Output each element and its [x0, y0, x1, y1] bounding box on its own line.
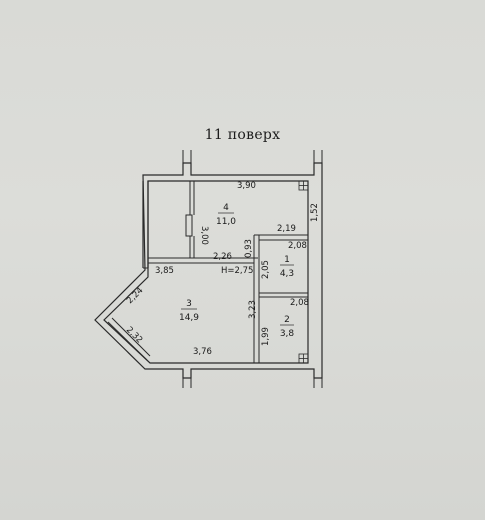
dim-room3-depth: 3,23 — [248, 300, 258, 319]
dim-room4-lower-width: 2,19 — [277, 224, 296, 234]
grid-ticks — [182, 150, 323, 388]
room-1-area: 4,3 — [280, 269, 294, 279]
room-3-number: 3 — [186, 299, 192, 309]
dim-room1-width: 2,08 — [288, 241, 307, 251]
room-4-number: 4 — [223, 203, 229, 213]
interior-walls — [107, 181, 308, 363]
dim-room2-depth: 1,99 — [261, 327, 271, 346]
vent-shafts — [298, 180, 309, 364]
dim-bay-upper: 2,24 — [125, 286, 145, 306]
dim-room1-depth: 2,05 — [261, 260, 271, 279]
dim-right-wall-upper: 1,52 — [310, 203, 320, 222]
bay-glazing-b — [111, 317, 151, 357]
dim-corridor-width: 2,26 — [213, 252, 232, 262]
dim-room2-width: 2,08 — [290, 298, 309, 308]
dim-room4-depth: 3,00 — [199, 226, 209, 245]
bay-glazing — [107, 321, 148, 361]
dim-room4-width: 3,90 — [237, 181, 256, 191]
room-2-area: 3,8 — [280, 329, 295, 339]
dim-room3-width-top: 3,85 — [155, 266, 174, 276]
ceiling-height-label: H=2,75 — [221, 266, 253, 276]
room-2-number: 2 — [284, 315, 290, 325]
dim-partition-short: 0,93 — [244, 239, 254, 258]
dim-bay-lower: 2,32 — [124, 325, 144, 345]
room-4-area: 11,0 — [216, 217, 236, 227]
window-mark — [185, 214, 193, 237]
room-1-number: 1 — [284, 255, 290, 265]
floor-title: 11 поверх — [204, 127, 281, 143]
room-3-area: 14,9 — [179, 313, 199, 323]
dim-room3-width-bottom: 3,76 — [193, 347, 212, 357]
loggia-outline — [142, 181, 149, 268]
